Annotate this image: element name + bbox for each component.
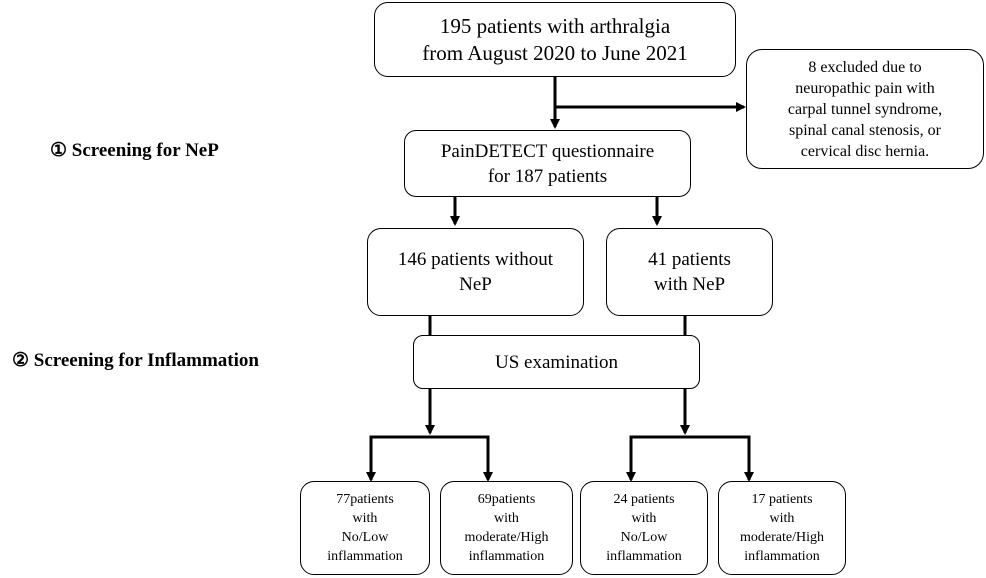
- outcome-4-line-3: moderate/High: [740, 530, 824, 545]
- without-nep-line-1: 146 patients without: [397, 249, 554, 270]
- us-examination-box: US examination: [413, 335, 700, 389]
- paindetect-line-1: PainDETECT questionnaire: [440, 140, 655, 162]
- outcome-box-1: 77patients with No/Low inflammation: [300, 481, 430, 575]
- start-line-2: from August 2020 to June 2021: [422, 40, 688, 65]
- outcome-3-line-4: inflammation: [606, 549, 682, 564]
- excluded-box: 8 excluded due to neuropathic pain with …: [746, 49, 984, 169]
- outcome-1-line-4: inflammation: [327, 549, 403, 564]
- outcome-box-4: 17 patients with moderate/High inflammat…: [718, 481, 846, 575]
- start-box: 195 patients with arthralgia from August…: [374, 2, 736, 77]
- excluded-line-4: spinal canal stenosis, or: [789, 121, 941, 139]
- excluded-line-1: 8 excluded due to: [808, 58, 922, 76]
- outcome-3-line-1: 24 patients: [613, 492, 675, 507]
- start-line-1: 195 patients with arthralgia: [439, 13, 671, 38]
- outcome-4-line-4: inflammation: [744, 549, 820, 564]
- with-nep-line-2: with NeP: [653, 274, 726, 295]
- paindetect-box: PainDETECT questionnaire for 187 patient…: [404, 130, 691, 197]
- us-examination-label: US examination: [495, 351, 618, 373]
- outcome-box-2: 69patients with moderate/High inflammati…: [440, 481, 573, 575]
- excluded-line-5: cervical disc hernia.: [800, 142, 930, 160]
- excluded-line-2: neuropathic pain with: [795, 79, 935, 97]
- outcome-1-line-1: 77patients: [336, 492, 394, 507]
- outcome-2-line-3: moderate/High: [464, 530, 549, 545]
- without-nep-line-2: NeP: [459, 274, 492, 295]
- with-nep-line-1: 41 patients: [648, 249, 731, 270]
- outcome-1-line-2: with: [352, 511, 378, 526]
- outcome-3-line-3: No/Low: [620, 530, 668, 545]
- paindetect-line-2: for 187 patients: [487, 165, 608, 187]
- outcome-4-line-1: 17 patients: [751, 492, 813, 507]
- connector-left-split: [369, 435, 490, 480]
- outcome-1-line-3: No/Low: [341, 530, 389, 545]
- outcome-box-3: 24 patients with No/Low inflammation: [580, 481, 708, 575]
- connector-right-split: [629, 435, 751, 480]
- stage2-label: ② Screening for Inflammation: [12, 350, 259, 371]
- without-nep-box: 146 patients without NeP: [367, 228, 584, 316]
- outcome-3-line-2: with: [631, 511, 657, 526]
- with-nep-box: 41 patients with NeP: [606, 228, 773, 316]
- outcome-4-line-2: with: [769, 511, 795, 526]
- excluded-line-3: carpal tunnel syndrome,: [787, 100, 943, 118]
- outcome-2-line-1: 69patients: [477, 492, 536, 507]
- outcome-2-line-2: with: [494, 511, 519, 526]
- stage1-label: ① Screening for NeP: [50, 140, 219, 161]
- outcome-2-line-4: inflammation: [468, 549, 545, 564]
